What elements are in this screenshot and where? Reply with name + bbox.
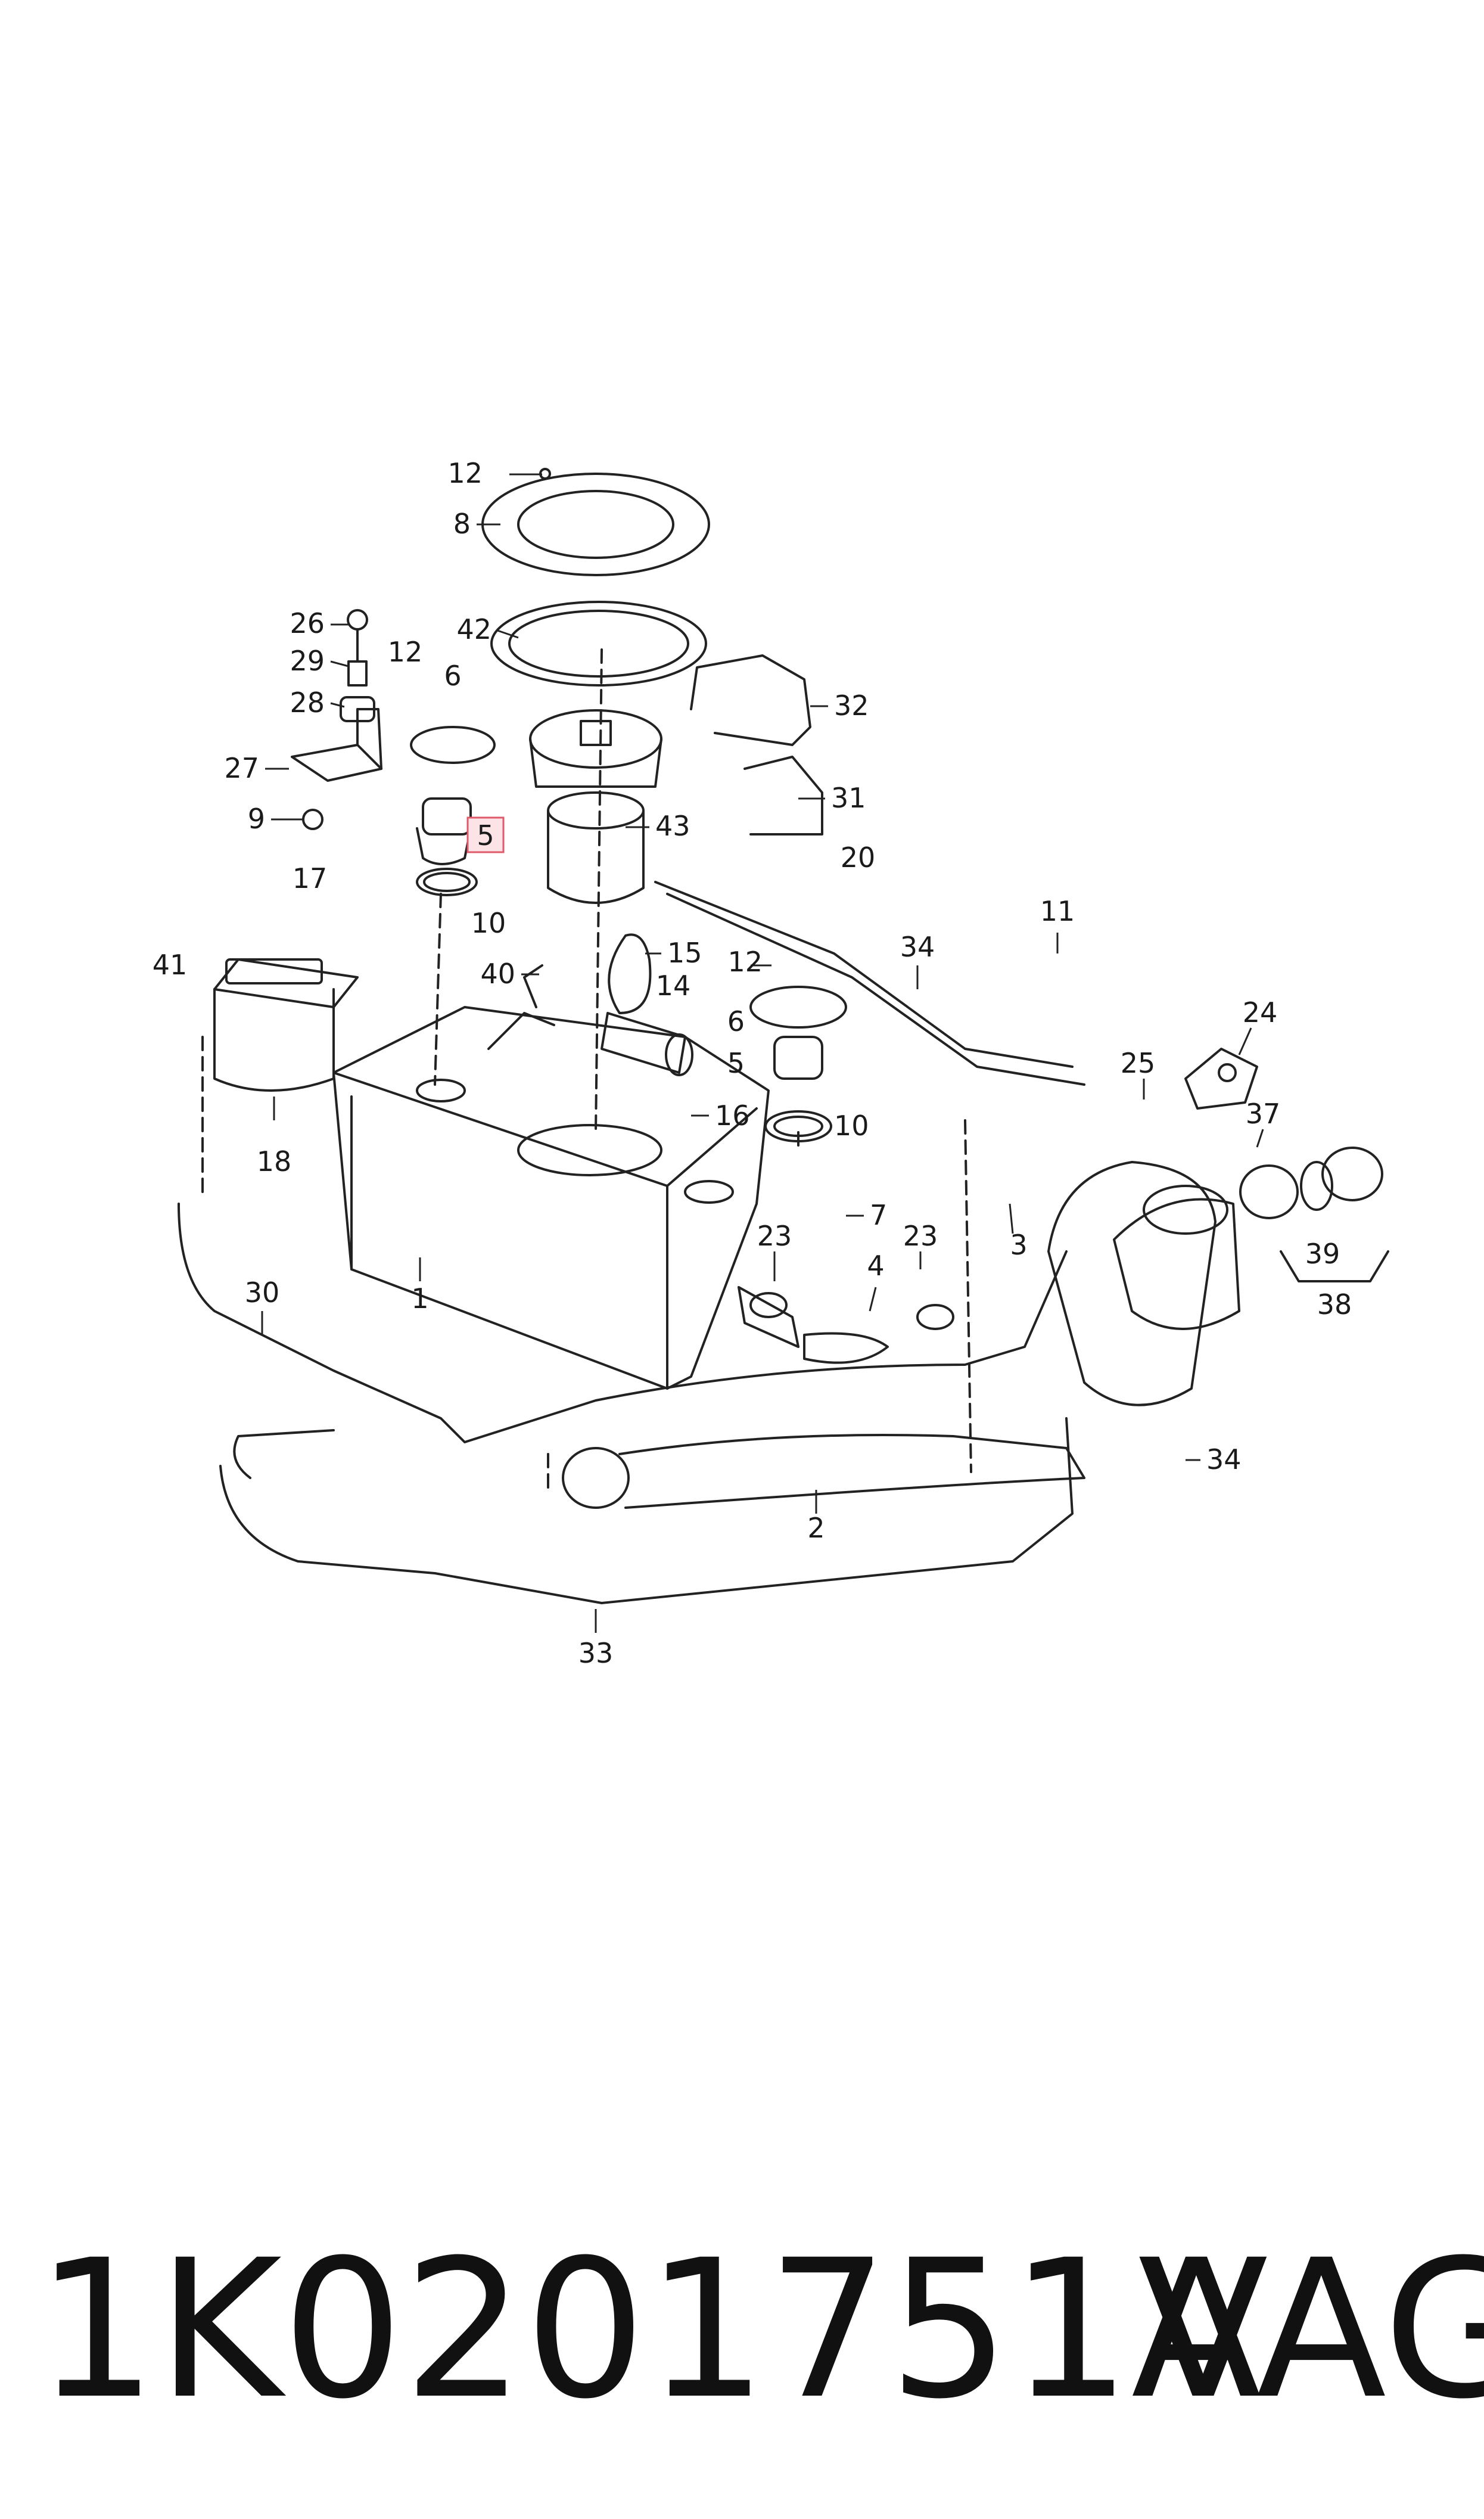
callout-41: 41	[153, 949, 188, 981]
callout-33: 33	[578, 1637, 614, 1669]
footer: 1K0201751A VAG	[36, 2205, 1484, 2455]
filler-tube	[562, 1434, 1085, 1509]
callout-12: 12	[388, 636, 423, 668]
callout-10: 10	[834, 1110, 869, 1142]
callout-6: 6	[444, 660, 461, 692]
highlight-box[interactable]	[466, 816, 505, 853]
filler-neck-assembly	[738, 1161, 1240, 1406]
callout-42: 42	[456, 613, 491, 645]
callout-32: 32	[834, 689, 869, 722]
bracket-assembly	[291, 609, 382, 830]
callout-24: 24	[1243, 996, 1278, 1029]
filler-bracket	[1184, 1048, 1258, 1110]
callout-39: 39	[1305, 1238, 1340, 1270]
callout-18: 18	[257, 1145, 292, 1178]
callout-12: 12	[727, 946, 763, 978]
callout-23: 23	[757, 1220, 792, 1252]
callout-23: 23	[903, 1220, 938, 1252]
callout-6: 6	[727, 1005, 745, 1038]
callout-7: 7	[870, 1199, 887, 1231]
callout-5: 5	[727, 1047, 745, 1079]
callout-34: 34	[1206, 1443, 1242, 1476]
fuel-filter	[523, 933, 693, 1076]
callout-25: 25	[1121, 1047, 1156, 1079]
dashed-assembly-lines	[201, 648, 972, 1491]
callout-27: 27	[224, 752, 259, 784]
callout-2: 2	[807, 1512, 825, 1544]
callout-28: 28	[290, 687, 325, 719]
callout-34: 34	[900, 931, 935, 963]
callout-14: 14	[656, 970, 691, 1002]
sender-unit-left	[410, 726, 496, 896]
part-number: 1K0201751A	[36, 2219, 1262, 2441]
filler-cap	[1239, 1147, 1389, 1282]
fuel-tank	[332, 1006, 770, 1390]
callout-12: 12	[447, 457, 483, 489]
callout-9: 9	[248, 803, 265, 835]
carbon-canister	[213, 958, 359, 1092]
callout-5: 5	[477, 819, 494, 852]
callout-16: 16	[715, 1099, 750, 1132]
callout-26: 26	[290, 607, 325, 639]
callout-20: 20	[841, 841, 876, 874]
callout-37: 37	[1246, 1098, 1281, 1130]
fuel-lines	[654, 654, 1085, 1086]
callout-31: 31	[831, 782, 866, 814]
callout-11: 11	[1040, 895, 1075, 927]
callout-40: 40	[480, 958, 515, 990]
sender-flange-gasket	[481, 468, 710, 687]
callout-15: 15	[667, 937, 702, 969]
callout-30: 30	[245, 1276, 280, 1309]
callout-8: 8	[453, 508, 471, 540]
callout-43: 43	[655, 810, 690, 842]
callout-4: 4	[867, 1250, 884, 1282]
brand-name: VAG	[1138, 2219, 1484, 2441]
callout-17: 17	[293, 862, 328, 894]
callout-10: 10	[471, 907, 506, 939]
fuel-pump-module	[529, 709, 662, 904]
fuel-system-exploded-diagram: 12 8 42 26 29 12 6 28 32 27 31 9 5 43 20…	[153, 457, 1389, 1669]
callout-1: 1	[411, 1282, 428, 1315]
vent-lines	[178, 1203, 1074, 1604]
callout-29: 29	[290, 645, 325, 677]
callout-labels: 12 8 42 26 29 12 6 28 32 27 31 9 5 43 20…	[153, 457, 1352, 1669]
callout-3: 3	[1010, 1229, 1027, 1261]
callout-38: 38	[1317, 1288, 1352, 1321]
